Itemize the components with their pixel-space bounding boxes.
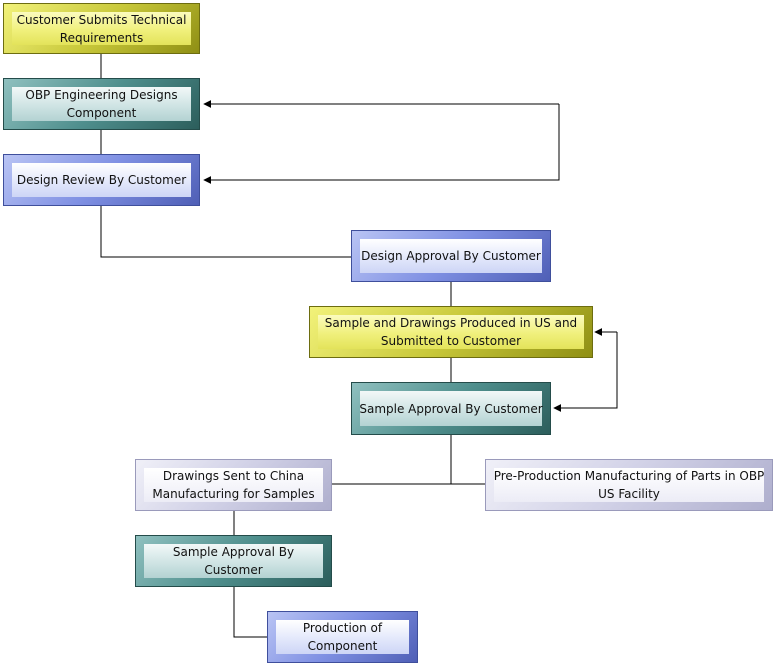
node-face (494, 468, 764, 502)
node-label: Design Approval By Customer (361, 249, 541, 263)
node-label: Sample and Drawings Produced in US and S… (324, 316, 578, 348)
node-drawings-china: Drawings Sent to China Manufacturing for… (135, 459, 332, 511)
node-label: Drawings Sent to China Manufacturing for… (152, 469, 315, 501)
node-label: Customer Submits Technical Requirements (16, 12, 187, 45)
node-tech-requirements: Customer Submits Technical Requirements (3, 3, 200, 54)
node-face (12, 12, 191, 45)
node-face (276, 620, 409, 654)
node-face (360, 391, 542, 426)
node-face (144, 544, 323, 578)
connector-line (233, 587, 267, 638)
feedback-arrow (203, 104, 560, 184)
node-design-review: Design Review By Customer (3, 154, 200, 206)
node-label: Sample Approval By Customer (172, 545, 295, 577)
node-label: Pre-Production Manufacturing of Parts in… (493, 469, 765, 501)
node-label: Production of Component (302, 621, 383, 653)
node-face (12, 163, 191, 197)
node-design-approval: Design Approval By Customer (351, 230, 551, 282)
node-label: Sample Approval By Customer (359, 401, 543, 416)
node-label: Design Review By Customer (16, 173, 187, 187)
node-sample-drawings-us: Sample and Drawings Produced in US and S… (309, 306, 593, 358)
node-production: Production of Component (267, 611, 418, 663)
node-face (144, 468, 323, 502)
node-sample-approval-2: Sample Approval By Customer (135, 535, 332, 587)
node-label: OBP Engineering Designs Component (25, 88, 178, 120)
node-preproduction-obp: Pre-Production Manufacturing of Parts in… (485, 459, 773, 511)
connector-line (100, 206, 351, 258)
node-obp-engineering: OBP Engineering Designs Component (3, 78, 200, 130)
feedback-arrow (553, 332, 618, 412)
node-face (318, 315, 584, 349)
node-face (12, 87, 191, 121)
connector-line (332, 435, 452, 485)
node-sample-approval-1: Sample Approval By Customer (351, 382, 551, 435)
node-face (360, 239, 542, 273)
